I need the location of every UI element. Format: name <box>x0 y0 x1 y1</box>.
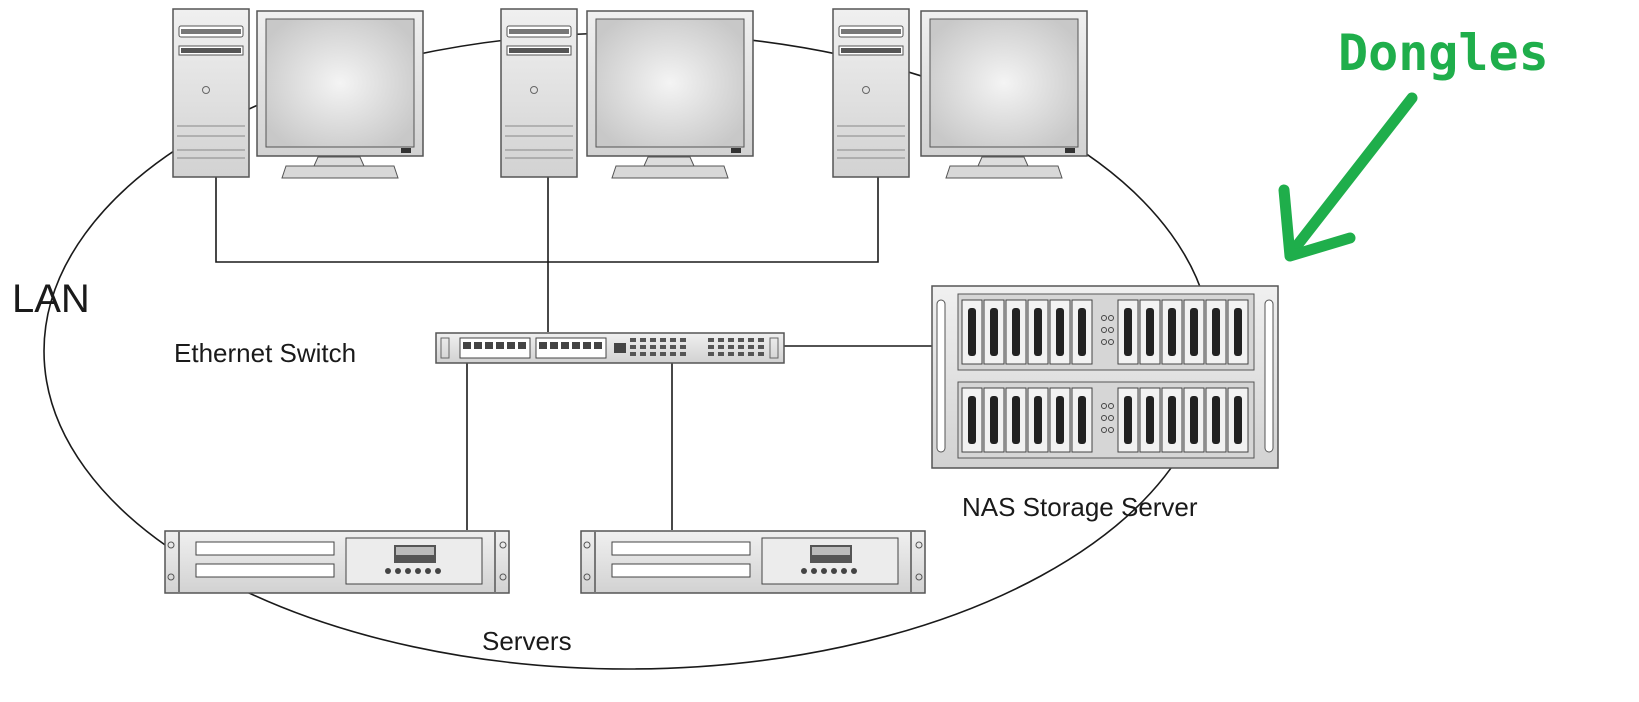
monitor-icon <box>586 10 754 179</box>
rack-server-icon <box>164 530 510 594</box>
workstation-1 <box>172 8 424 179</box>
tower-pc-icon <box>172 8 250 178</box>
ethernet-switch-icon <box>435 332 785 364</box>
rack-server-icon <box>580 530 926 594</box>
nas-storage-icon <box>931 285 1279 469</box>
network-cables <box>215 174 932 530</box>
workstation-bus-cable <box>215 174 879 263</box>
tower-pc-icon <box>832 8 910 178</box>
arrow-icon <box>1278 92 1418 262</box>
workstation-2 <box>500 8 754 179</box>
servers-label: Servers <box>482 626 572 656</box>
dongles-annotation: Dongles <box>1338 24 1549 82</box>
nas-label: NAS Storage Server <box>962 492 1198 522</box>
workstation-3 <box>832 8 1088 179</box>
switch-label: Ethernet Switch <box>174 338 356 368</box>
monitor-icon <box>920 10 1088 179</box>
tower-pc-icon <box>500 8 578 178</box>
lan-label: LAN <box>12 277 90 321</box>
monitor-icon <box>256 10 424 179</box>
